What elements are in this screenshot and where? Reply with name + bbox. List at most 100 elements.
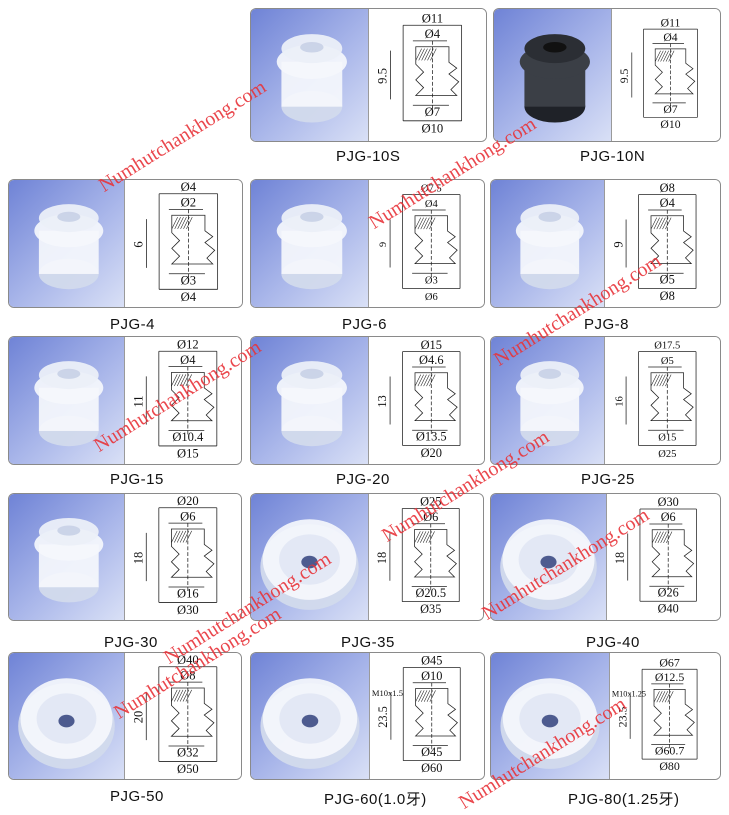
dim-top-diameter: Ø17.5 [654,341,680,352]
model-label: PJG-80(1.25牙) [568,791,680,808]
suction-cup-image [260,519,359,610]
model-label: PJG-20 [336,471,390,488]
dim-top-diameter: Ø4 [181,180,197,194]
dim-thread: M10x1.25 [612,690,646,699]
product-photo [491,180,604,307]
dim-bottom-diameter: Ø40 [658,602,679,616]
dim-height: 18 [131,552,145,565]
suction-cup-image [500,519,597,610]
suction-cup-image [18,678,115,769]
dim-top-diameter: Ø11 [661,16,681,29]
dim-height: 11 [131,395,145,407]
dim-inner-diameter: Ø4.6 [419,353,444,367]
product-photo [9,180,124,307]
dim-height: 18 [613,552,627,564]
model-label: PJG-15 [110,471,164,488]
dim-height: 9.5 [618,68,631,83]
dim-top-diameter: Ø8 [660,181,675,195]
dim-inner-diameter: Ø8 [180,668,195,682]
dim-inner-diameter: Ø6 [661,510,676,524]
dim-bottom-diameter: Ø10 [660,118,680,131]
suction-cup-image [276,361,347,447]
dim-bottom-diameter: Ø30 [177,603,199,617]
dim-inner-diameter: Ø4 [660,196,676,210]
model-label: PJG-6 [342,316,388,333]
dim-top-diameter: Ø15 [421,338,442,352]
suction-cup-image [276,34,347,123]
dim-lower-diameter: Ø26 [658,586,679,600]
dim-bottom-diameter: Ø6 [425,292,438,303]
model-label: PJG-35 [341,634,395,651]
dim-top-diameter: Ø30 [658,495,679,509]
suction-cup-image [34,361,104,447]
suction-cup-image [515,204,584,290]
product-photo [251,180,368,307]
model-label: PJG-8 [584,316,630,333]
suction-cup-image [34,204,104,290]
dim-inner-diameter: Ø4 [180,353,196,367]
product-photo [494,9,611,141]
model-label: PJG-50 [110,788,164,805]
dim-lower-diameter: Ø60.7 [655,744,684,758]
dim-bottom-diameter: Ø4 [181,290,197,304]
dim-lower-diameter: Ø10.4 [172,430,204,444]
dim-top-diameter: Ø25 [420,495,441,509]
dim-height: 9 [378,242,389,247]
dim-top-diameter: Ø40 [177,653,199,667]
dim-inner-diameter: Ø5 [661,356,674,367]
dim-inner-diameter: Ø4 [425,27,441,41]
suction-cup-image [515,361,584,447]
model-label: PJG-60(1.0牙) [324,791,427,808]
dim-lower-diameter: Ø32 [177,746,199,760]
product-photo [251,494,368,620]
dim-bottom-diameter: Ø25 [658,449,676,460]
dim-top-diameter: Ø20 [177,494,199,508]
product-photo [251,653,369,779]
dim-inner-diameter: Ø6 [180,509,195,523]
model-label: PJG-40 [586,634,640,651]
product-photo [491,653,609,779]
dim-inner-diameter: Ø10 [421,669,442,683]
dim-lower-diameter: Ø7 [425,105,440,119]
product-photo [491,494,606,620]
product-photo [251,9,368,141]
dim-height: 18 [375,552,389,564]
dim-bottom-diameter: Ø35 [420,602,441,616]
model-label: PJG-30 [104,634,158,651]
dim-lower-diameter: Ø13.5 [416,430,447,444]
suction-cup-image [500,678,600,769]
dim-inner-diameter: Ø4 [663,31,677,44]
dim-lower-diameter: Ø20.5 [415,586,446,600]
dim-inner-diameter: Ø4 [425,199,439,210]
dim-inner-diameter: Ø2 [181,195,196,209]
dim-lower-diameter: Ø5 [660,273,675,287]
dim-top-diameter: Ø45 [421,654,442,668]
product-photo [9,653,124,779]
